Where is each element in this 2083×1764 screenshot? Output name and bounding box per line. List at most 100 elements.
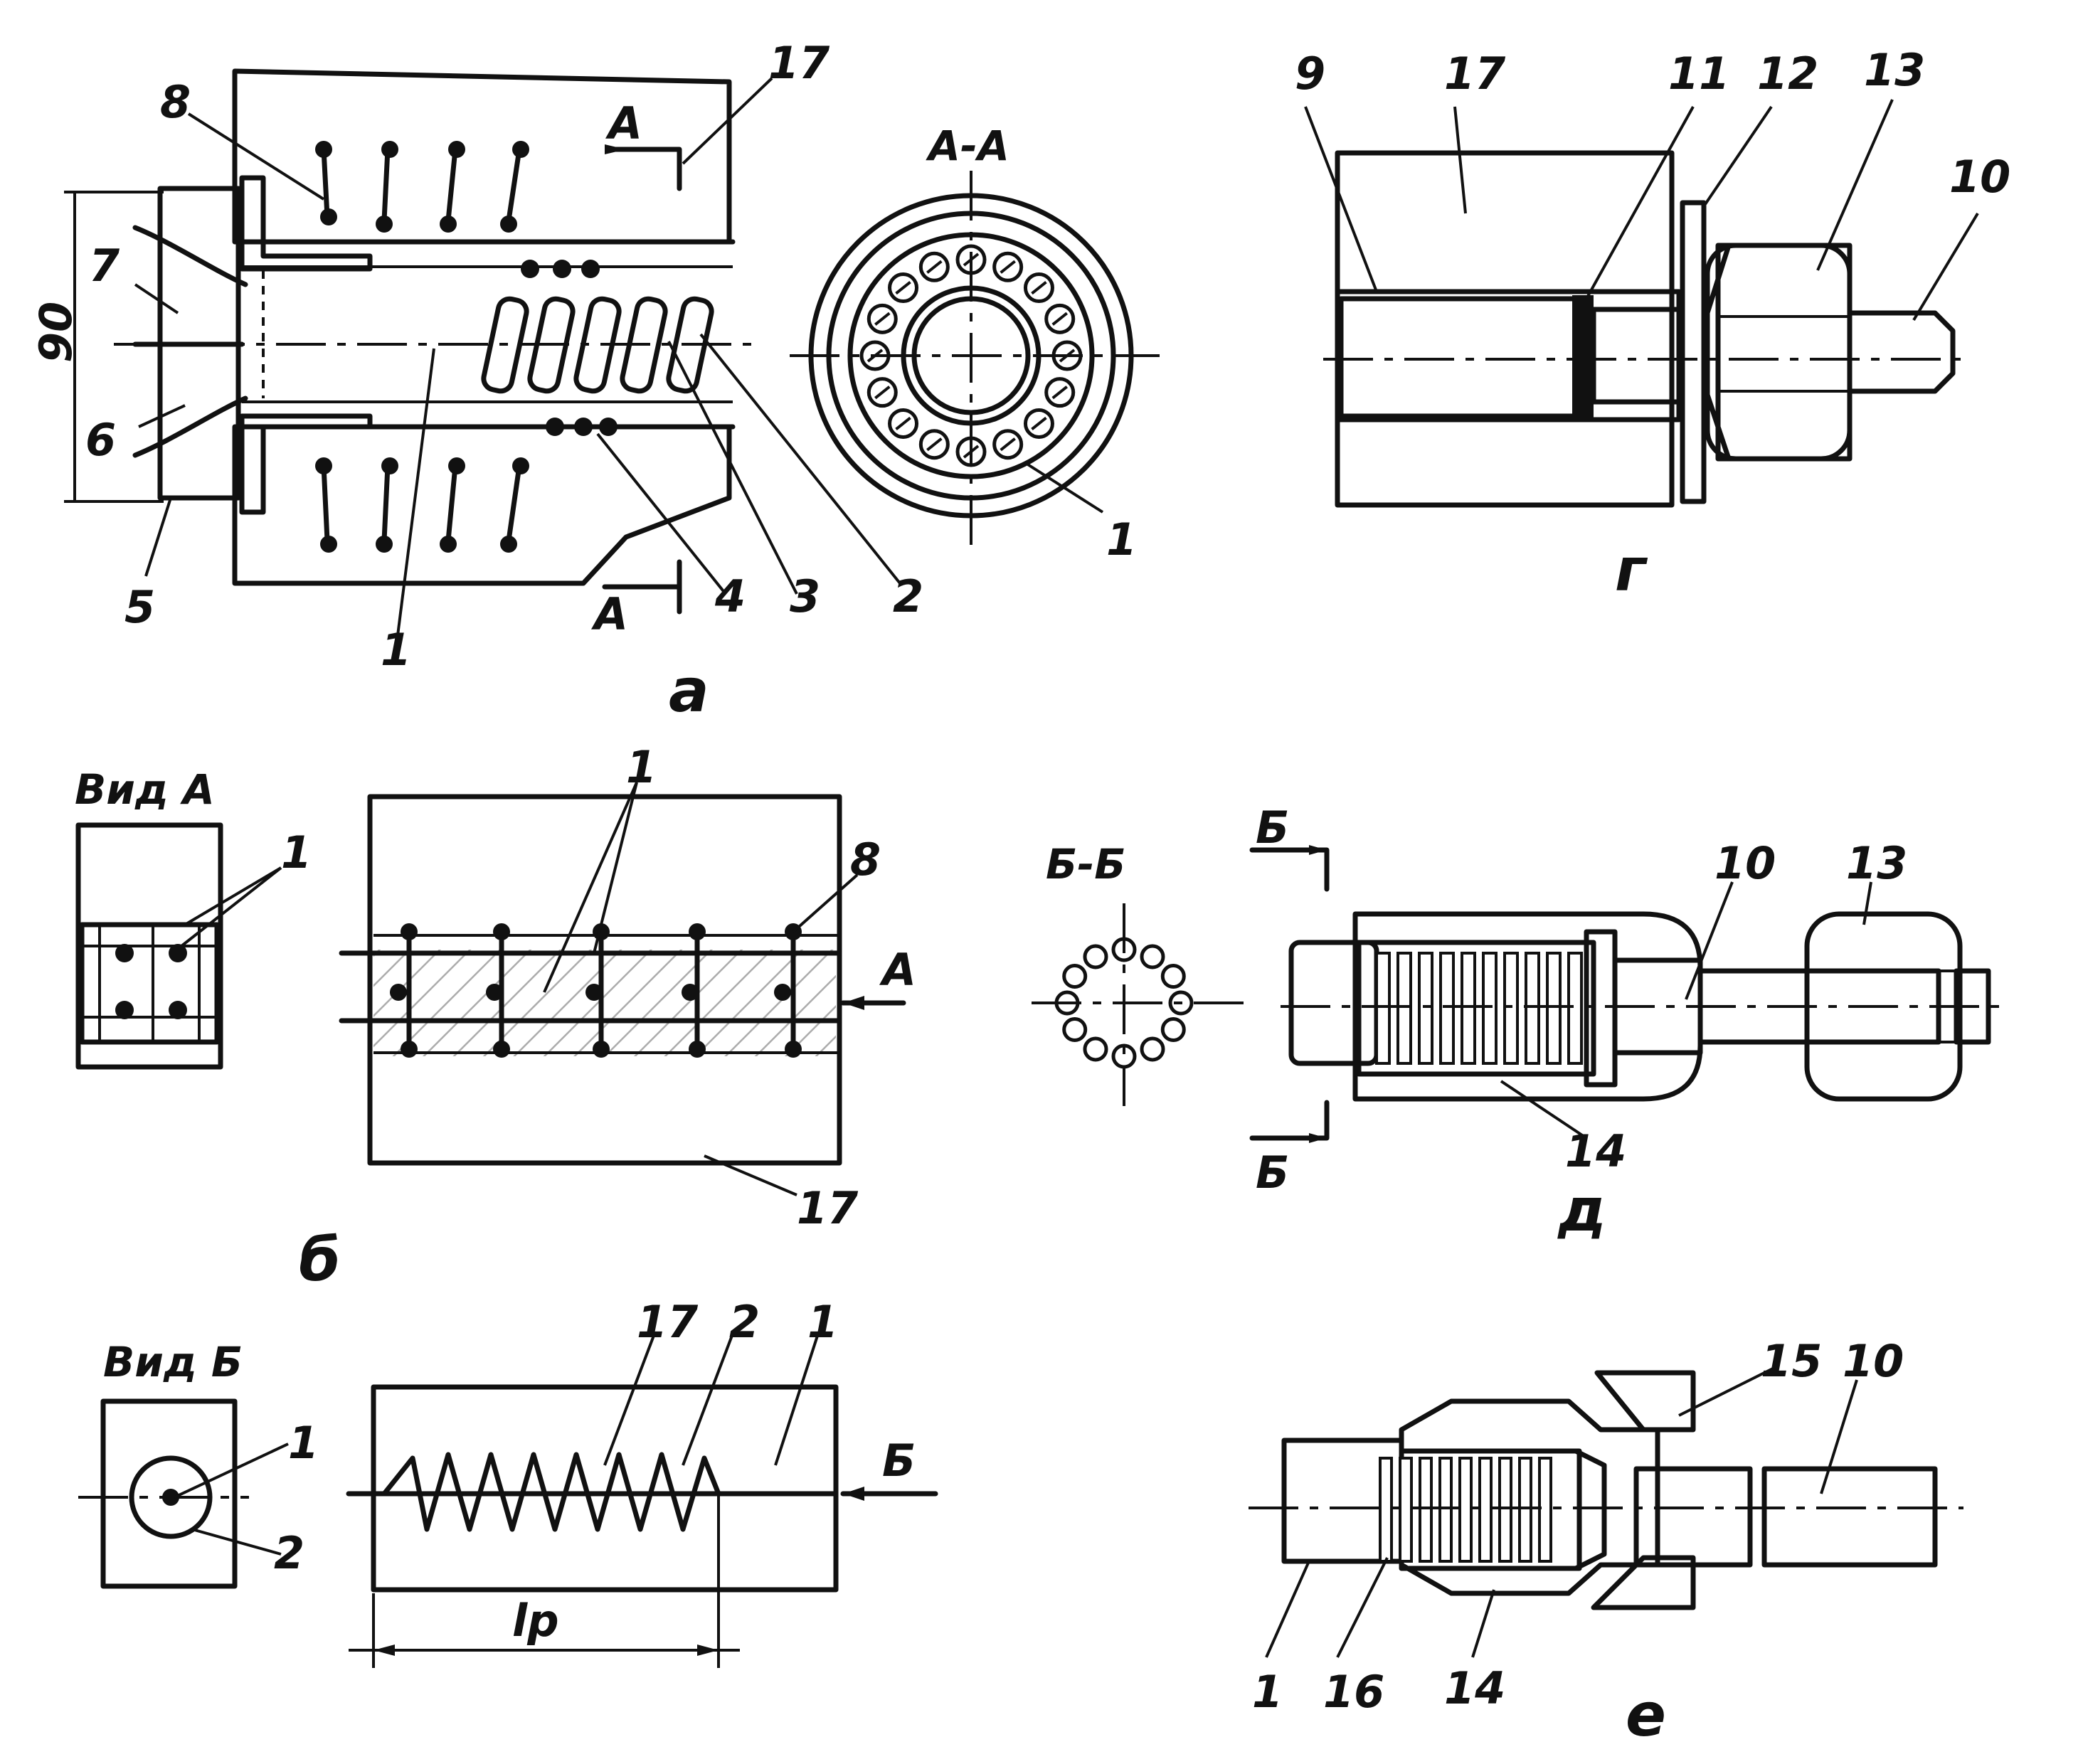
- plate: [1438, 1457, 1453, 1563]
- wire-hatch: [874, 312, 891, 326]
- plug-11: [1572, 295, 1594, 420]
- wire-hatch: [874, 386, 891, 400]
- label-g-11: 11: [1668, 48, 1729, 100]
- wire-cross-section-small: [1083, 944, 1108, 969]
- caption-d: д: [1557, 1175, 1606, 1245]
- plates-d: [1375, 952, 1583, 1065]
- cut-marker-top: А: [605, 97, 642, 149]
- plate: [1538, 1457, 1552, 1563]
- wire-hatch: [926, 437, 943, 452]
- view-a-label-1: 1: [281, 827, 312, 878]
- wire-hatch: [1051, 312, 1068, 326]
- label-e-1: 1: [1252, 1666, 1283, 1718]
- label-a-3: 3: [790, 570, 820, 622]
- dim-lp: lр: [512, 1595, 559, 1647]
- label-v-2: 2: [729, 1296, 760, 1348]
- label-e-15: 15: [1761, 1335, 1822, 1387]
- wire-hatch: [1000, 260, 1016, 274]
- plate: [1396, 952, 1412, 1065]
- sleeve-top: [239, 175, 373, 272]
- wire-cross-section-small: [1160, 964, 1186, 989]
- figure-a: 90 А А 8 17 7 6 5 1 4 3 2 1 а А-А: [30, 37, 1160, 726]
- figure-g: 9 17 11 12 13 10 г: [1295, 44, 2010, 605]
- wire-cross-section-small: [1083, 1036, 1108, 1062]
- plate: [1482, 952, 1498, 1065]
- label-a-5: 5: [124, 581, 155, 633]
- caption-e: е: [1626, 1680, 1666, 1750]
- wire-cross-section-small: [1140, 1036, 1165, 1062]
- support-15-top: [1594, 1370, 1696, 1433]
- wedge-insert-9: [1338, 296, 1579, 419]
- stirrups-top: [315, 141, 529, 233]
- label-d-14: 14: [1565, 1125, 1626, 1177]
- bar-10-d: [1697, 968, 1941, 1045]
- concrete-block-a: [232, 68, 732, 586]
- wire-cross-section-small: [1160, 1017, 1186, 1042]
- plates-16: [1379, 1457, 1552, 1563]
- plate: [1567, 952, 1583, 1065]
- arrow-label-b: Б: [882, 1435, 916, 1487]
- label-a-2: 2: [893, 570, 923, 622]
- section-a-a: А-А: [790, 122, 1160, 548]
- caption-g: г: [1615, 535, 1648, 605]
- view-title-b: Вид Б: [103, 1338, 243, 1386]
- cut-marker-bottom: А: [590, 588, 628, 640]
- label-b-8: 8: [850, 834, 881, 886]
- view-b-label-2: 2: [274, 1527, 304, 1579]
- caption-b: б: [299, 1225, 341, 1295]
- plate: [1418, 952, 1433, 1065]
- label-d-13: 13: [1846, 837, 1907, 889]
- wire-hatch: [926, 260, 943, 274]
- stirrups-bottom: [315, 457, 529, 553]
- plate: [1525, 952, 1540, 1065]
- section-title-b-b: Б-Б: [1046, 840, 1126, 888]
- label-a-4: 4: [714, 570, 746, 622]
- wire-hatch: [1031, 280, 1047, 295]
- label-e-14: 14: [1444, 1662, 1505, 1714]
- bar-10-e: [1633, 1466, 1753, 1568]
- wire-hatch: [1031, 416, 1047, 431]
- wire-hatch: [895, 416, 911, 431]
- plate: [1518, 1457, 1532, 1563]
- washer-12: [1680, 200, 1707, 504]
- label-a-1: 1: [381, 624, 411, 676]
- figure-e: 15 10 1 16 14 е: [1249, 1335, 1963, 1750]
- wire-cross-section-small: [1062, 1017, 1088, 1042]
- plate: [1419, 1457, 1433, 1563]
- spiral-2: [481, 296, 714, 394]
- label-g-13: 13: [1864, 44, 1925, 96]
- cut-marker-b-bottom: Б: [1256, 1147, 1289, 1199]
- figure-v: Вид Б 1 2 Б lр 17 2 1: [78, 1296, 938, 1668]
- sleeve-bottom: [239, 413, 373, 515]
- label-g-9: 9: [1295, 48, 1325, 100]
- label-d-10: 10: [1714, 837, 1776, 889]
- wire-hatch: [1000, 437, 1016, 452]
- wire-hatch: [1051, 386, 1068, 400]
- support-15-bottom: [1591, 1555, 1696, 1610]
- spiral-2-v: [381, 1452, 721, 1532]
- plate: [1503, 952, 1519, 1065]
- label-g-17: 17: [1444, 48, 1506, 100]
- label-g-12: 12: [1757, 48, 1818, 100]
- wire-hatch: [895, 280, 911, 295]
- wire-ring: [859, 244, 1083, 467]
- view-title-a: Вид А: [75, 765, 215, 814]
- view-a-block: [75, 822, 223, 1070]
- view-b-block: [100, 1398, 238, 1589]
- label-g-10: 10: [1949, 151, 2010, 203]
- figure-b: Вид А 1 А: [75, 741, 916, 1295]
- label-v-1: 1: [807, 1296, 838, 1348]
- plate: [1399, 1457, 1413, 1563]
- label-b-17: 17: [797, 1182, 859, 1234]
- plate: [1458, 1457, 1473, 1563]
- label-b-1: 1: [626, 741, 657, 793]
- channel-a: [228, 242, 733, 427]
- label-a-7: 7: [89, 240, 120, 292]
- plate: [1439, 952, 1455, 1065]
- wire-cross-section-small: [1140, 944, 1165, 969]
- plate: [1546, 952, 1562, 1065]
- concrete-block-g: [1335, 150, 1675, 508]
- stirrups-b: [390, 923, 802, 1058]
- plate: [1498, 1457, 1512, 1563]
